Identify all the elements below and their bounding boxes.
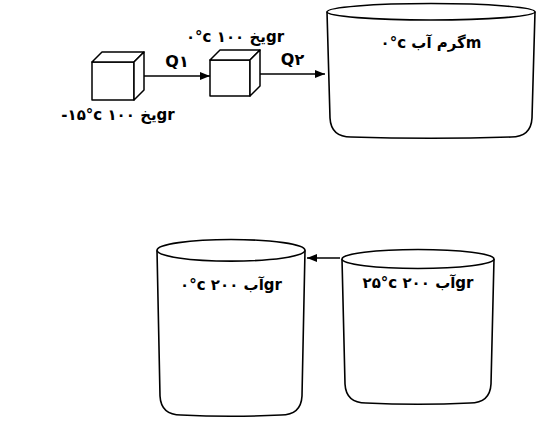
- cube-face: [134, 52, 144, 100]
- beaker-wall: [157, 250, 305, 416]
- cube-outline: [210, 50, 260, 96]
- water-label: ۰°c گرم آبm: [381, 34, 482, 52]
- ice-cube: ۰°c ۱۰۰ یخgr: [210, 50, 260, 96]
- heat-label: Q۲: [279, 50, 306, 69]
- water-label: ۰°c ۲۰۰ آبgr: [180, 276, 282, 294]
- ice-label: -۱۵°c ۱۰۰ یخgr: [61, 106, 174, 124]
- process-arrow: [260, 73, 325, 75]
- cube-face: [250, 50, 260, 96]
- beaker-outline: [155, 238, 307, 418]
- process-arrow: [144, 75, 210, 77]
- beaker-wall: [327, 12, 535, 138]
- process-arrow: [307, 257, 340, 259]
- beaker-rim: [342, 250, 494, 269]
- ice-label: ۰°c ۱۰۰ یخgr: [186, 28, 284, 46]
- cube-outline: [92, 52, 144, 100]
- cube-face: [92, 62, 134, 100]
- beaker-rim: [157, 240, 305, 262]
- beaker-wall: [342, 259, 494, 404]
- beaker-outline: [325, 2, 537, 140]
- cube-face: [210, 60, 250, 96]
- heat-label: Q۱: [163, 52, 190, 71]
- water-beaker: ۰°c گرم آبm: [325, 2, 537, 140]
- water-label: ۲۵°c ۲۰۰ آبgr: [363, 274, 474, 292]
- beaker-rim: [327, 4, 535, 21]
- water-beaker: ۰°c ۲۰۰ آبgr: [155, 238, 307, 418]
- beaker-outline: [340, 248, 496, 406]
- water-beaker: ۲۵°c ۲۰۰ آبgr: [340, 248, 496, 406]
- ice-cube: -۱۵°c ۱۰۰ یخgr: [92, 52, 144, 100]
